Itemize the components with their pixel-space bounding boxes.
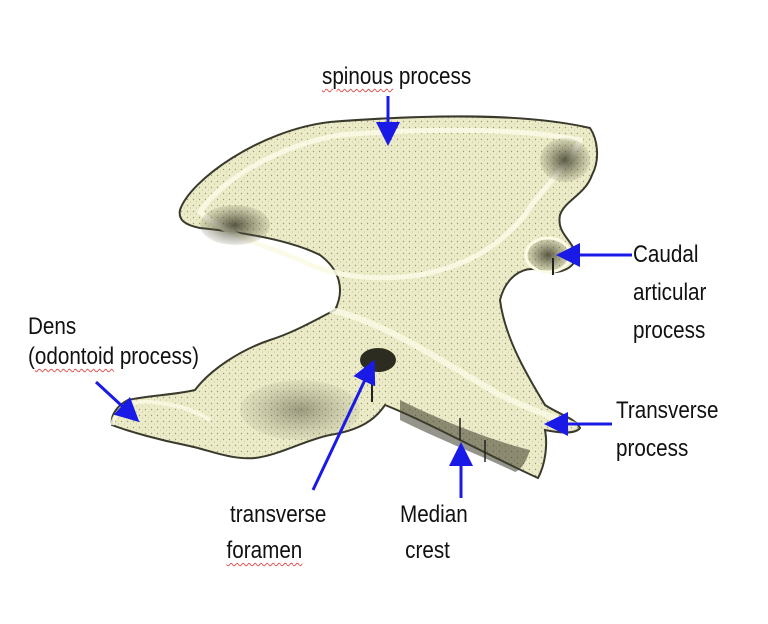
- label-caudal-articular-process: Caudal articular process: [633, 236, 706, 350]
- label-text: Transverse: [616, 397, 719, 424]
- label-text: process): [114, 343, 199, 370]
- arrow-dens: [94, 380, 140, 423]
- label-text: process: [633, 317, 706, 344]
- label-text: process: [616, 435, 689, 462]
- label-text: Dens: [28, 313, 77, 340]
- label-text: Caudal: [633, 241, 699, 268]
- label-dens: Dens (odontoid process): [28, 312, 199, 372]
- label-text: Median: [400, 501, 468, 528]
- spellcheck-word: spinous: [322, 63, 394, 90]
- label-transverse-process: Transverse process: [616, 392, 718, 468]
- vertebra-body: [110, 115, 598, 480]
- spellcheck-word: odontoid: [34, 343, 115, 370]
- pointer-arrows: [94, 96, 632, 498]
- label-transverse-foramen: transverse foramen: [226, 497, 327, 569]
- label-median-crest: Median crest: [400, 497, 468, 569]
- label-text: crest: [405, 537, 450, 564]
- label-text: process: [393, 63, 472, 90]
- label-text: articular: [633, 279, 707, 306]
- spellcheck-word: foramen: [226, 537, 303, 564]
- arrow-transverse-foramen: [311, 359, 376, 491]
- label-spinous-process: spinous process: [322, 62, 471, 92]
- label-text: (: [28, 343, 35, 370]
- label-text: transverse: [230, 501, 327, 528]
